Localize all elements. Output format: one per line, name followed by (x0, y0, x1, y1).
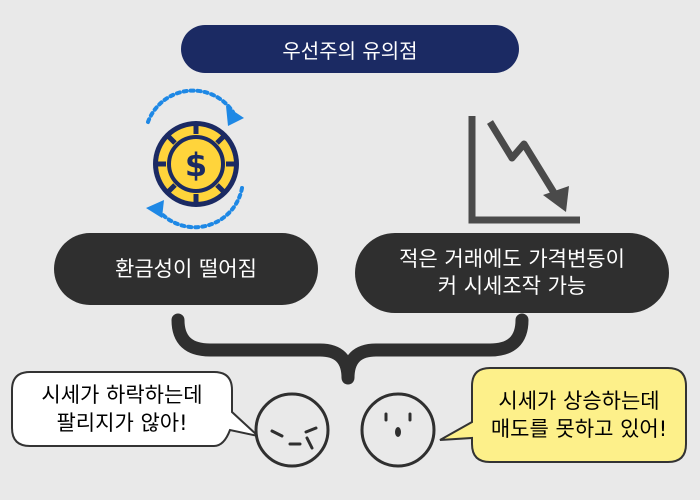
annoyed-face (254, 392, 330, 468)
speech-left-text: 시세가 하락하는데 팔리지가 않아! (14, 372, 230, 446)
speech-left-line2: 팔리지가 않아! (56, 411, 188, 435)
speech-left-line1: 시세가 하락하는데 (41, 383, 203, 407)
downtrend-chart-icon (468, 116, 580, 224)
price-manipulation-line2: 커 시세조작 가능 (437, 274, 587, 298)
curly-brace (171, 313, 529, 385)
speech-right-line1: 시세가 상승하는데 (498, 389, 660, 413)
speech-bubble-left (11, 371, 262, 447)
illiquidity-pill: 환금성이 떨어짐 (54, 233, 318, 305)
coin-exchange-icon: $ (146, 88, 244, 230)
price-manipulation-pill: 적은 거래에도 가격변동이 커 시세조작 가능 (355, 233, 669, 313)
page-title: 우선주의 유의점 (181, 25, 519, 73)
speech-bubble-right (439, 367, 687, 463)
surprised-face (360, 392, 436, 468)
price-manipulation-line1: 적은 거래에도 가격변동이 (399, 247, 625, 271)
speech-right-line2: 매도를 못하고 있어! (490, 417, 668, 441)
coin-symbol: $ (185, 146, 207, 184)
speech-right-text: 시세가 상승하는데 매도를 못하고 있어! (474, 368, 684, 462)
illiquidity-label: 환금성이 떨어짐 (115, 256, 257, 281)
